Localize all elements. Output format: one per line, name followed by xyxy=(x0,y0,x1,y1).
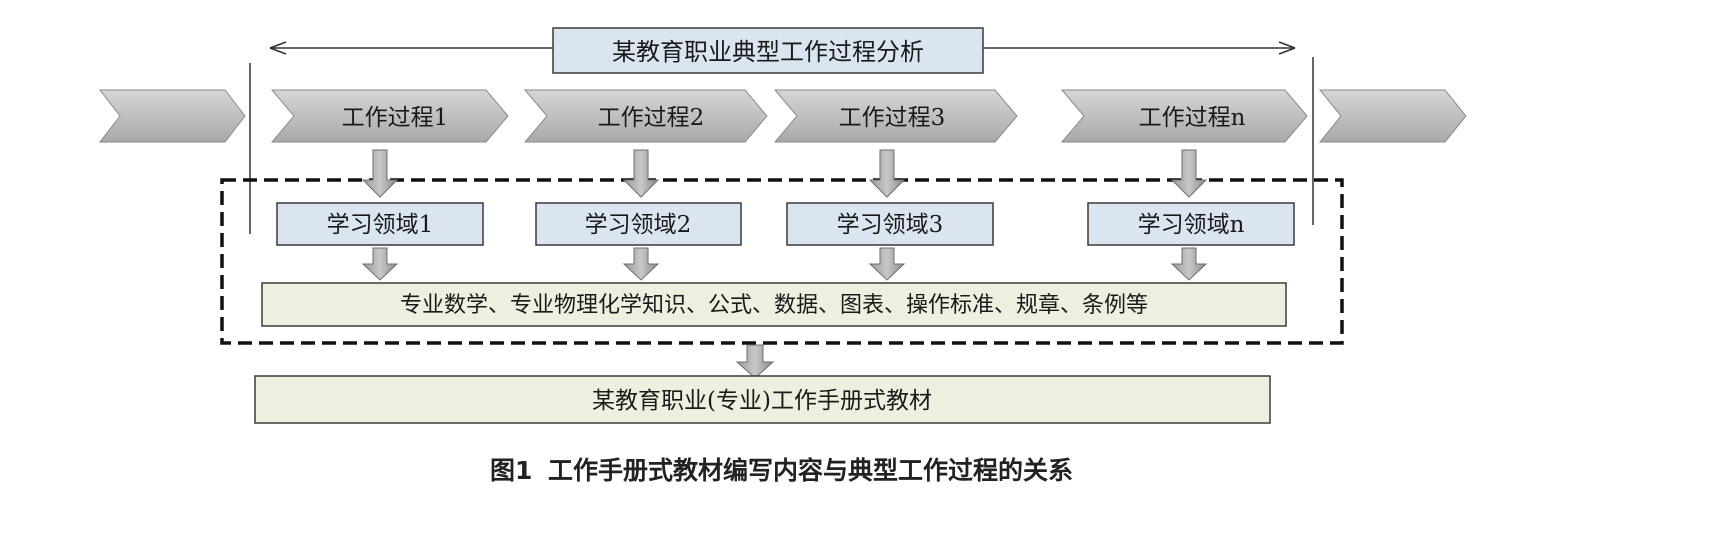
down-arrow xyxy=(361,149,399,198)
domain-box-n: 学习领域n xyxy=(1087,202,1295,246)
chevron-end xyxy=(1318,89,1467,143)
chevron-process-3: 工作过程3 xyxy=(773,89,1018,143)
caption-text: 工作手册式教材编写内容与典型工作过程的关系 xyxy=(548,456,1073,485)
down-arrow xyxy=(361,247,399,281)
process-label: 工作过程n xyxy=(1139,105,1246,131)
knowledge-label: 专业数学、专业物理化学知识、公式、数据、图表、操作标准、规章、条例等 xyxy=(400,293,1148,318)
down-arrow-bottom xyxy=(735,344,775,379)
domain-box-1: 学习领域1 xyxy=(276,202,484,246)
chevron-process-1: 工作过程1 xyxy=(270,89,509,143)
down-arrow xyxy=(622,247,660,281)
header-label: 某教育职业典型工作过程分析 xyxy=(612,38,924,66)
knowledge-box: 专业数学、专业物理化学知识、公式、数据、图表、操作标准、规章、条例等 xyxy=(261,282,1287,327)
domain-label: 学习领域3 xyxy=(837,212,944,238)
chevron-start xyxy=(98,89,246,143)
domain-box-3: 学习领域3 xyxy=(786,202,994,246)
down-arrow xyxy=(622,149,660,198)
domain-label: 学习领域1 xyxy=(327,212,434,238)
down-arrow xyxy=(868,247,906,281)
down-arrows-middle xyxy=(361,247,1208,281)
process-label: 工作过程2 xyxy=(598,105,705,131)
process-label: 工作过程3 xyxy=(839,105,946,131)
process-label: 工作过程1 xyxy=(342,105,449,131)
domain-label: 学习领域n xyxy=(1138,212,1245,238)
textbook-label: 某教育职业(专业)工作手册式教材 xyxy=(592,388,932,414)
down-arrows-top xyxy=(361,149,1208,198)
chevron-process-n: 工作过程n xyxy=(1060,89,1308,143)
down-arrow xyxy=(1170,247,1208,281)
textbook-box: 某教育职业(专业)工作手册式教材 xyxy=(254,375,1271,424)
domain-box-2: 学习领域2 xyxy=(535,202,742,246)
chevron-process-2: 工作过程2 xyxy=(523,89,768,143)
dashed-region xyxy=(220,178,1344,345)
domain-label: 学习领域2 xyxy=(585,212,692,238)
header-box: 某教育职业典型工作过程分析 xyxy=(552,27,984,74)
figure-caption: 图1 工作手册式教材编写内容与典型工作过程的关系 xyxy=(490,456,1073,485)
down-arrow xyxy=(868,149,906,198)
down-arrow xyxy=(1170,149,1208,198)
caption-number: 图1 xyxy=(490,456,532,485)
